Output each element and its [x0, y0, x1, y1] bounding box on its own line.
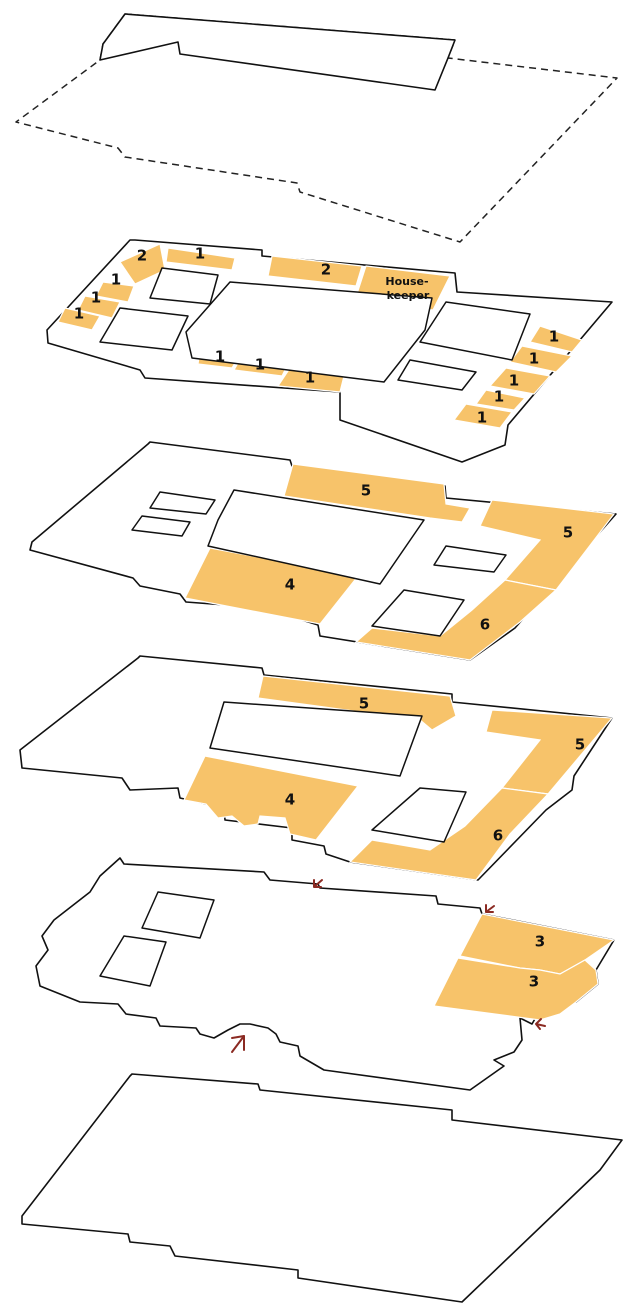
floor-ground: 3 3	[35, 857, 616, 1091]
floor-second: 5 5 4 6	[29, 441, 617, 661]
basement-outline	[21, 1073, 623, 1303]
attic-label: 1	[91, 289, 101, 307]
ground-label: 3	[529, 973, 539, 991]
attic-void-w	[99, 307, 189, 351]
second-void-nw	[149, 491, 216, 515]
attic-label: 1	[111, 271, 121, 289]
attic-room-1-e4	[474, 389, 527, 411]
attic-housekeeper-line1: House-	[385, 275, 428, 288]
attic-label: 1	[477, 409, 487, 427]
first-label: 5	[359, 695, 369, 713]
floor-attic: 2 1 1 1 1 2 House- keeper 1 1 1 1 1 1 1 …	[46, 239, 613, 463]
attic-label: 1	[195, 245, 205, 263]
attic-label: 1	[549, 328, 559, 346]
side-entrance-arrow	[313, 879, 323, 888]
second-label: 4	[285, 576, 295, 594]
attic-room-1-e5	[452, 403, 514, 429]
main-entrance-arrow	[231, 1035, 245, 1053]
attic-label: 1	[529, 350, 539, 368]
ground-label: 3	[535, 933, 545, 951]
first-label: 6	[493, 827, 503, 845]
first-room-6	[348, 787, 550, 881]
attic-label: 1	[494, 388, 504, 406]
second-court	[207, 489, 425, 585]
attic-label: 2	[321, 261, 331, 279]
attic-void-e1	[419, 301, 531, 361]
first-court	[209, 701, 423, 777]
side-entrance-arrow	[485, 904, 495, 913]
attic-label: 1	[255, 356, 265, 374]
attic-court-main	[185, 281, 433, 383]
second-label: 6	[480, 616, 490, 634]
attic-room-1-e3	[488, 367, 552, 395]
attic-room-1-w1	[95, 281, 135, 303]
floor-roof	[15, 13, 618, 243]
first-label: 4	[285, 791, 295, 809]
first-label: 5	[575, 736, 585, 754]
first-void-e	[371, 787, 467, 843]
attic-room-1-e1	[529, 325, 584, 353]
attic-room-1-w2	[77, 295, 121, 319]
attic-label: 1	[305, 369, 315, 387]
attic-void-nw	[149, 267, 219, 305]
roof-ridge	[99, 13, 456, 91]
attic-room-1-n	[165, 247, 236, 271]
second-label: 5	[361, 482, 371, 500]
second-label: 5	[563, 524, 573, 542]
attic-housekeeper-line2: keeper	[387, 289, 430, 302]
second-void-e2	[371, 589, 465, 637]
attic-label: 1	[509, 372, 519, 390]
attic-label: 1	[74, 305, 84, 323]
attic-void-e2	[397, 359, 477, 391]
attic-room-2-n	[267, 255, 363, 287]
attic-label: 1	[215, 348, 225, 366]
second-room-6	[354, 579, 558, 661]
floor-first: 5 5 4 6	[19, 655, 614, 881]
ground-void-n	[141, 891, 215, 939]
side-entrance-arrow	[535, 1018, 546, 1030]
ground-void-s	[99, 935, 167, 987]
second-room-5-n	[283, 463, 471, 523]
ground-room-3-south	[433, 957, 599, 1021]
attic-room-1-w3	[57, 307, 101, 331]
attic-label: 2	[137, 247, 147, 265]
second-void-w	[131, 515, 191, 537]
second-void-e1	[433, 545, 507, 573]
first-room-4	[183, 755, 360, 841]
floor-basement	[21, 1073, 623, 1303]
